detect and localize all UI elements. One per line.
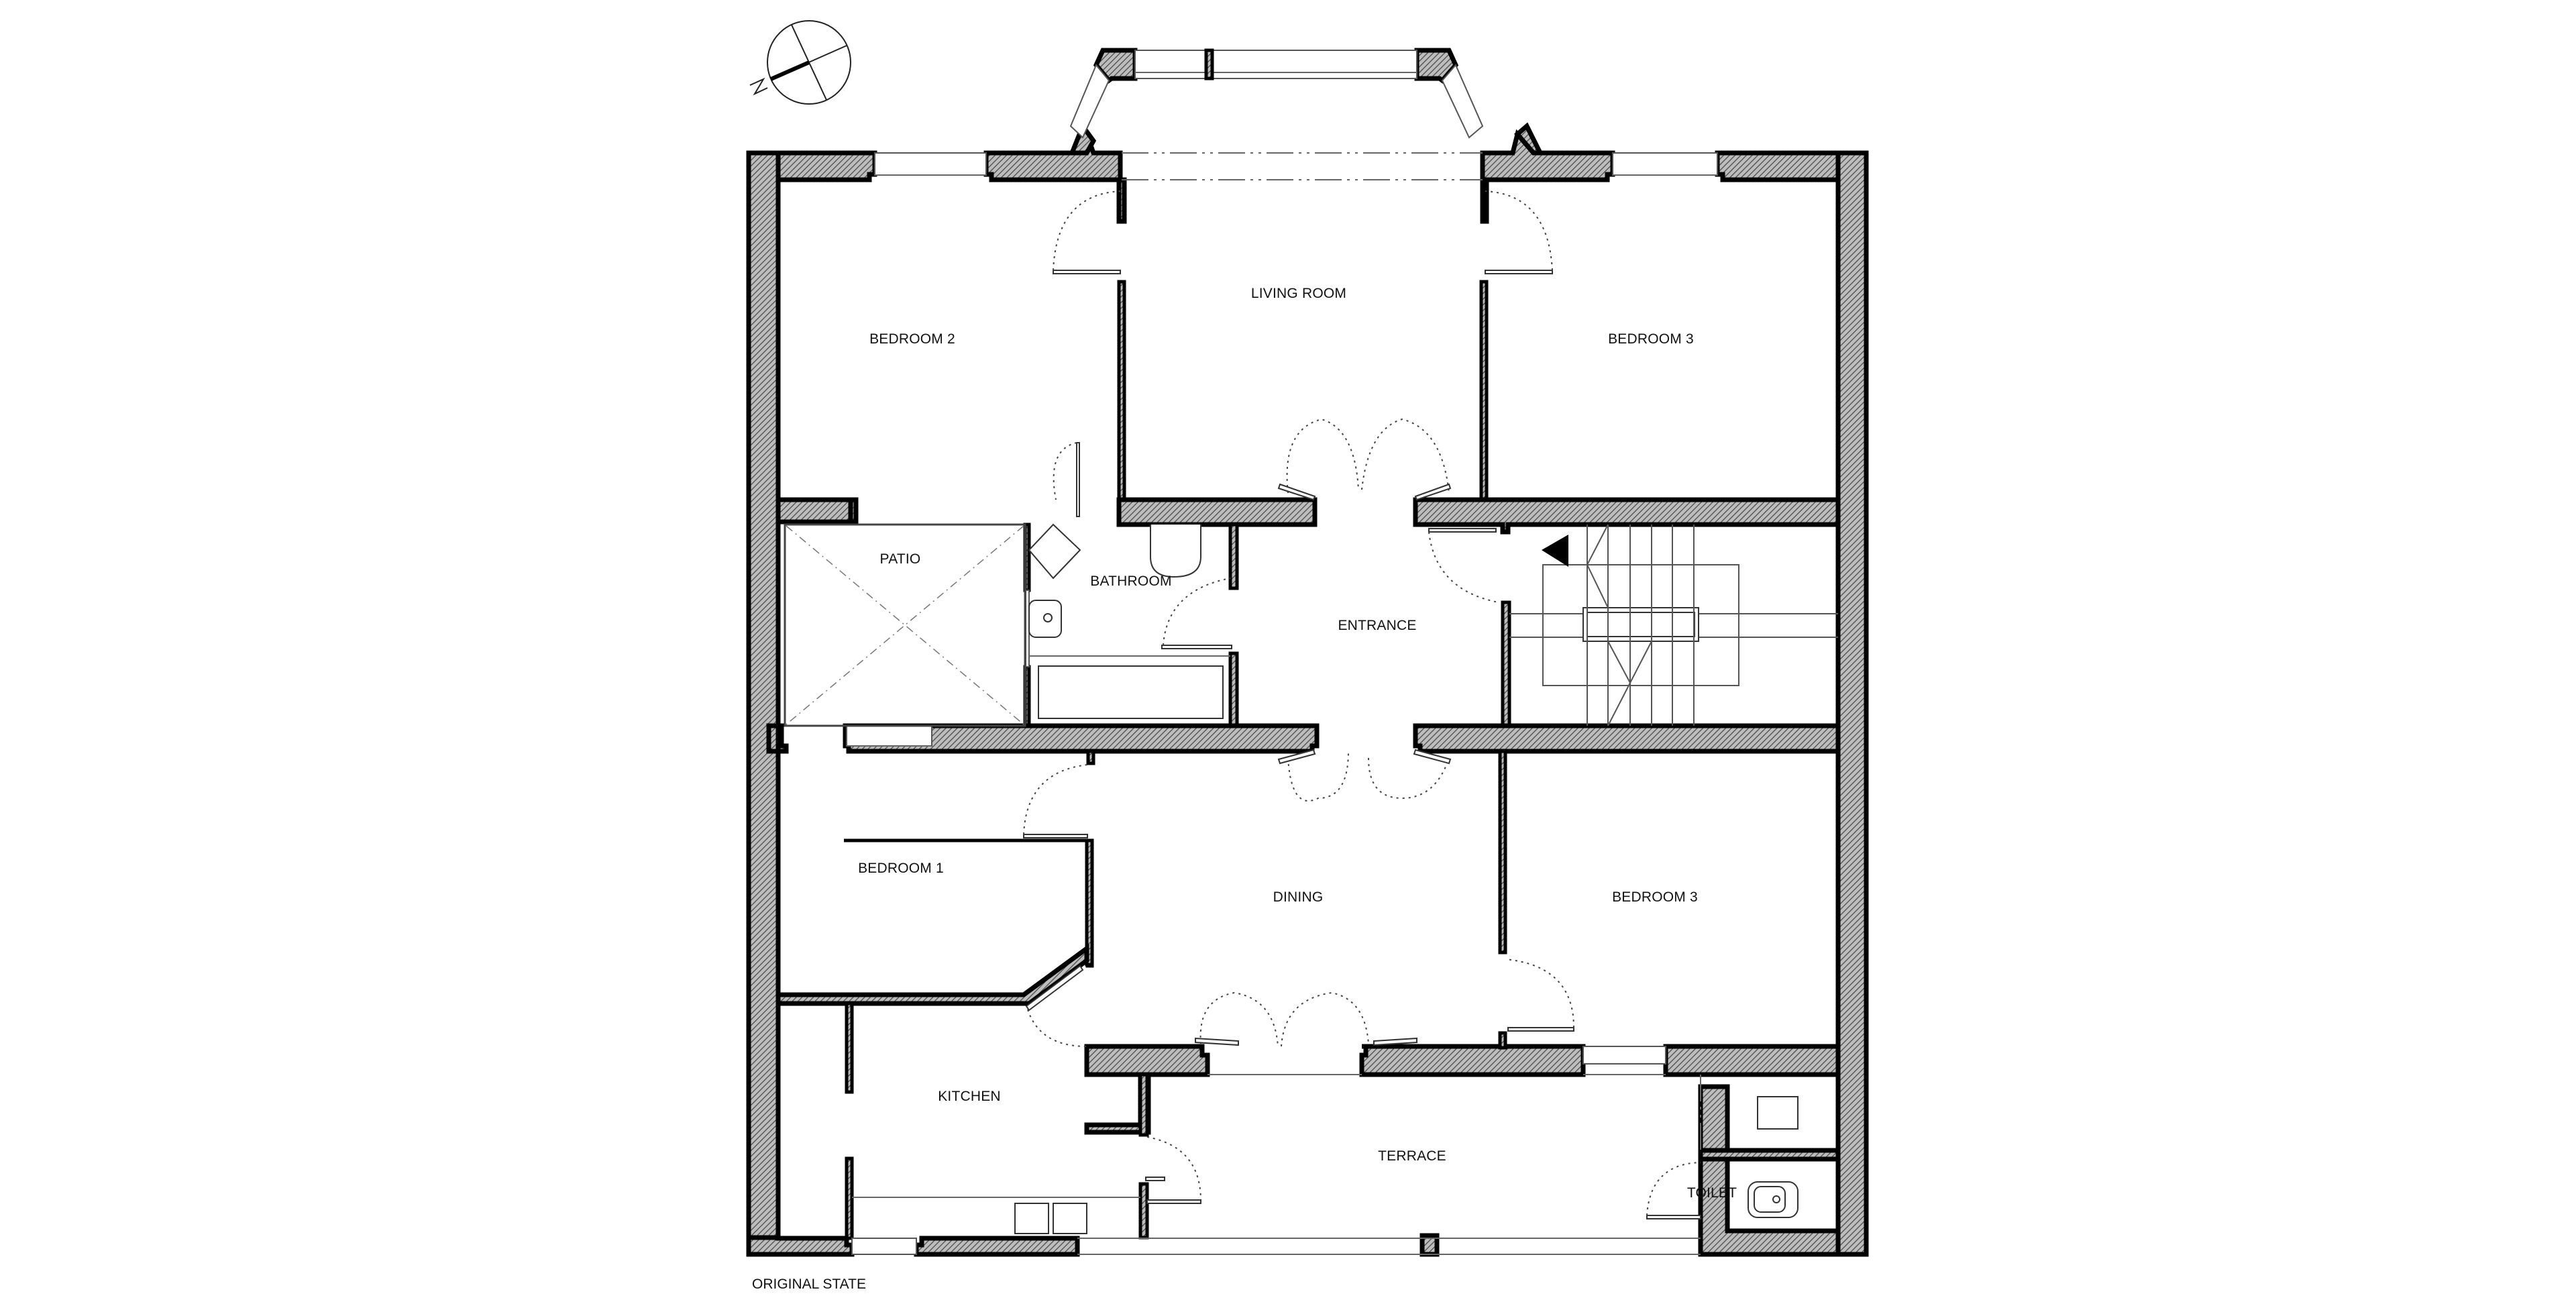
room-label-bathroom: BATHROOM	[1090, 574, 1172, 589]
room-label-terrace: TERRACE	[1378, 1148, 1446, 1164]
bathroom-fixtures	[1028, 523, 1230, 719]
room-label-bedroom-3-bottom: BEDROOM 3	[1612, 889, 1698, 905]
room-label-living-room: LIVING ROOM	[1250, 286, 1347, 301]
top-windows	[874, 152, 1718, 176]
room-label-toilet: TOILET	[1686, 1185, 1737, 1201]
bay-window	[1068, 48, 1544, 180]
drawing-caption: ORIGINAL STATE	[752, 1276, 866, 1292]
interior-walls	[766, 280, 1841, 1240]
room-label-dining: DINING	[1273, 889, 1324, 905]
room-label-kitchen: KITCHEN	[938, 1089, 1001, 1104]
north-arrow-icon	[749, 20, 851, 105]
entry-triangle-icon	[1542, 535, 1568, 567]
windows	[846, 590, 1701, 1255]
staircase	[1509, 524, 1838, 726]
room-label-bedroom-1: BEDROOM 1	[858, 861, 944, 876]
exterior-walls	[746, 129, 1869, 1257]
room-label-bedroom-3-top: BEDROOM 3	[1608, 331, 1694, 347]
room-label-patio: PATIO	[879, 551, 921, 567]
room-label-bedroom-2: BEDROOM 2	[869, 331, 955, 347]
kitchen-fixtures	[852, 1197, 1140, 1234]
room-label-entrance: ENTRANCE	[1338, 618, 1417, 633]
patio-skylight	[784, 523, 1026, 727]
toilet-fixtures	[1748, 1096, 1799, 1218]
doors	[1023, 190, 1701, 1219]
